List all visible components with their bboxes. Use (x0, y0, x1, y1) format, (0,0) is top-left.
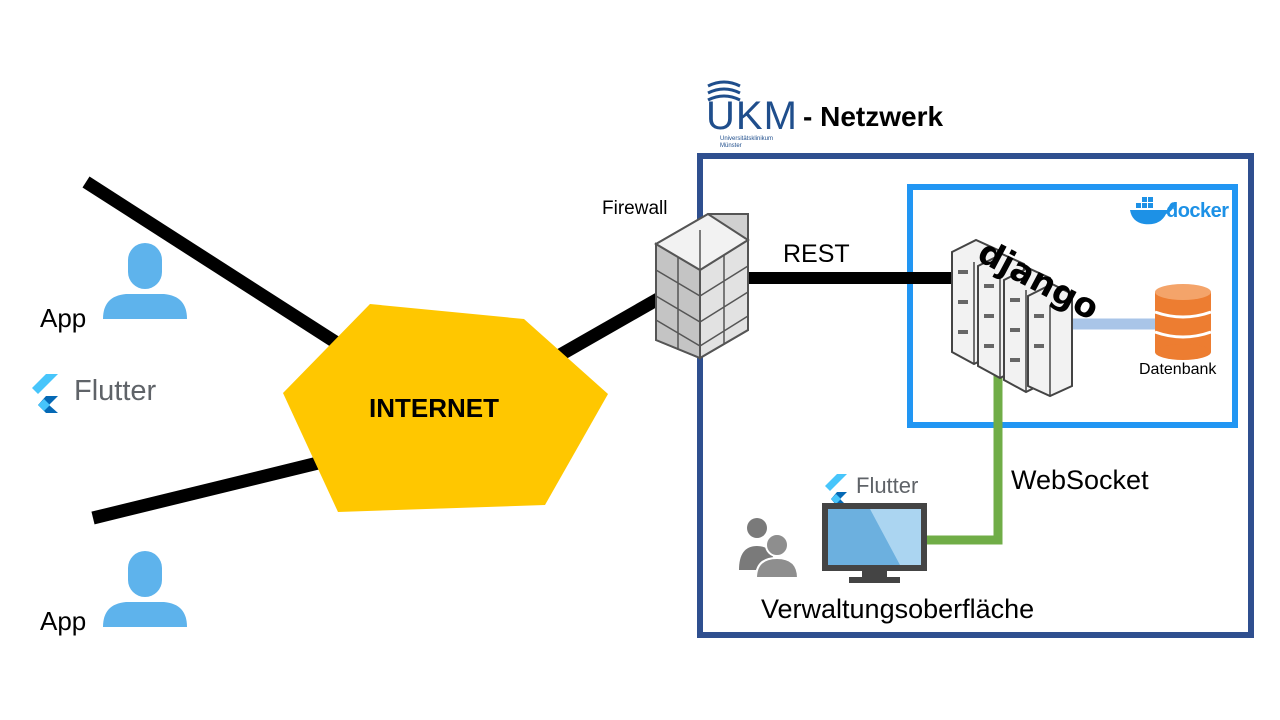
django-server-icon (951, 238, 1073, 398)
rest-label: REST (783, 240, 850, 268)
flutter-label: Flutter (74, 375, 157, 407)
app-label-bottom: App (40, 606, 87, 636)
monitor-icon (822, 503, 927, 583)
flutter-icon (32, 374, 58, 413)
docker-icon (1130, 197, 1176, 225)
admin-users-icon (739, 518, 800, 579)
app-connection-line-top (82, 176, 344, 351)
websocket-line (920, 355, 1003, 545)
network-box (697, 153, 1254, 638)
ukm-logo: UKM (706, 94, 798, 138)
ukm-logo-subtitle-1: Universitätsklinikum (720, 136, 774, 142)
internet-label: INTERNET (369, 393, 499, 423)
network-title: - Netzwerk (803, 101, 944, 132)
flutter-icon-admin (825, 474, 847, 506)
ukm-logo-subtitle-2: Münster (720, 143, 742, 149)
ukm-logo-waves (707, 80, 741, 102)
app-user-icon-top (103, 243, 187, 319)
internet-shape (283, 304, 608, 512)
flutter-label-admin: Flutter (856, 473, 919, 498)
app-connection-line-bottom (91, 456, 320, 525)
docker-box (907, 184, 1238, 428)
firewall-icon (654, 212, 750, 360)
database-label: Datenbank (1139, 361, 1217, 378)
websocket-label: WebSocket (1011, 465, 1149, 495)
admin-label: Verwaltungsoberfläche (761, 594, 1035, 624)
database-icon (1154, 284, 1212, 360)
firewall-label: Firewall (602, 198, 668, 219)
internet-firewall-line (556, 289, 669, 361)
app-label-top: App (40, 303, 87, 333)
docker-label: docker (1166, 200, 1229, 222)
app-user-icon-bottom (103, 551, 187, 627)
